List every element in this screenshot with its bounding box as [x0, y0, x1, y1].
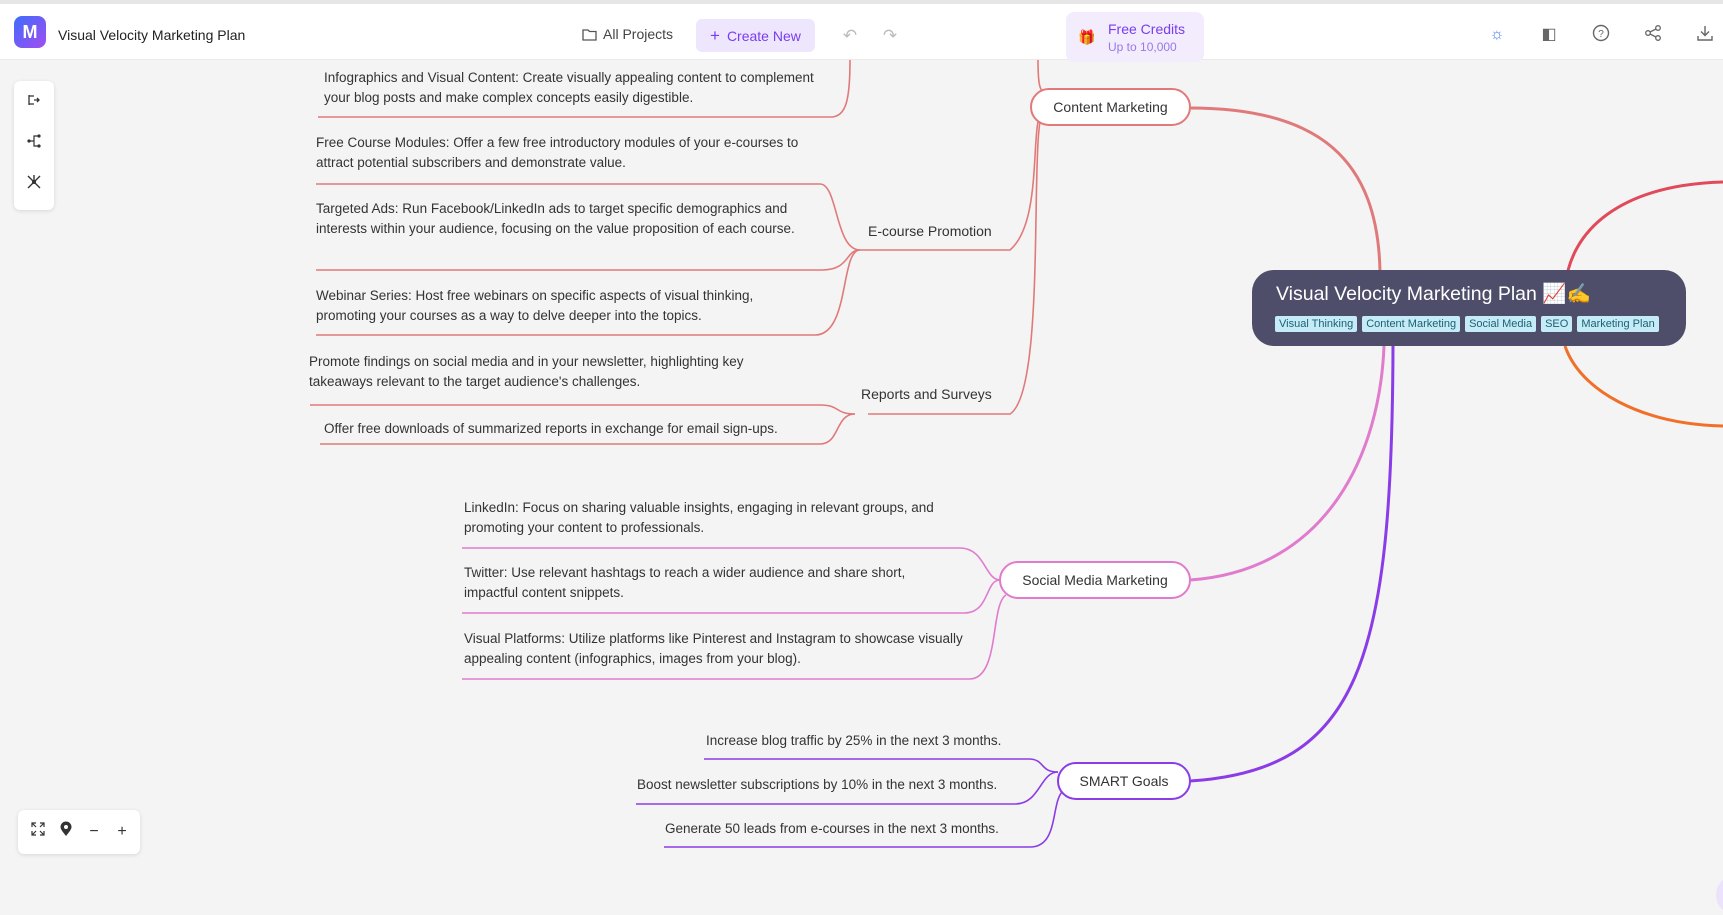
- plus-icon: +: [710, 25, 720, 45]
- logo-text: M: [22, 22, 38, 42]
- zoom-in-icon[interactable]: +: [117, 823, 127, 840]
- central-node[interactable]: Visual Velocity Marketing Plan 📈✍️ Visua…: [1252, 270, 1686, 346]
- app-logo[interactable]: M: [14, 16, 46, 48]
- zoom-toolbar: − +: [18, 810, 140, 854]
- node-reports-and-surveys[interactable]: Reports and Surveys: [861, 386, 992, 402]
- tag-chip[interactable]: Visual Thinking: [1275, 316, 1358, 332]
- layout-tree-icon[interactable]: [22, 133, 46, 157]
- create-new-label: Create New: [726, 27, 801, 44]
- leaf-ecourse-leads[interactable]: Generate 50 leads from e-courses in the …: [665, 821, 999, 836]
- gift-icon: 🎁: [1078, 29, 1096, 45]
- central-node-tags: Visual Thinking Content Marketing Social…: [1275, 316, 1659, 332]
- redo-icon[interactable]: ↷: [882, 26, 898, 45]
- leaf-visual-platforms[interactable]: Visual Platforms: Utilize platforms like…: [464, 631, 963, 666]
- zoom-out-icon[interactable]: −: [89, 823, 99, 840]
- node-smart-goals[interactable]: SMART Goals: [1057, 762, 1191, 800]
- leaf-targeted-ads[interactable]: Targeted Ads: Run Facebook/LinkedIn ads …: [316, 201, 795, 236]
- node-social-media-marketing[interactable]: Social Media Marketing: [999, 561, 1191, 599]
- leaf-newsletter-subscriptions[interactable]: Boost newsletter subscriptions by 10% in…: [637, 777, 998, 792]
- help-icon[interactable]: ?: [1590, 24, 1612, 46]
- node-ecourse-promotion[interactable]: E-course Promotion: [868, 223, 992, 239]
- leaf-webinar-series[interactable]: Webinar Series: Host free webinars on sp…: [316, 288, 754, 323]
- create-new-button[interactable]: + Create New: [696, 19, 815, 52]
- layout-right-icon[interactable]: [22, 92, 46, 116]
- svg-text:?: ?: [1598, 29, 1604, 40]
- layout-radial-icon[interactable]: [22, 174, 46, 198]
- connector-lines: [310, 60, 1723, 848]
- tag-chip[interactable]: Marketing Plan: [1577, 316, 1659, 332]
- tag-chip[interactable]: SEO: [1541, 316, 1573, 332]
- top-bar: M Visual Velocity Marketing Plan All Pro…: [0, 0, 1723, 62]
- tag-chip[interactable]: Social Media: [1465, 316, 1537, 332]
- node-content-marketing[interactable]: Content Marketing: [1030, 88, 1191, 126]
- all-projects-label: All Projects: [603, 26, 674, 42]
- central-node-title: Visual Velocity Marketing Plan 📈✍️: [1276, 283, 1591, 305]
- leaf-free-downloads[interactable]: Offer free downloads of summarized repor…: [324, 421, 778, 436]
- credits-title: Free Credits: [1108, 21, 1186, 37]
- layout-toolbar: [14, 81, 54, 210]
- sun-icon[interactable]: ☼: [1489, 26, 1505, 43]
- mindmap-canvas[interactable]: Infographics and Visual Content: Create …: [0, 60, 1723, 915]
- share-icon[interactable]: [1642, 24, 1664, 46]
- credits-subtitle: Up to 10,000: [1108, 40, 1177, 54]
- tag-chip[interactable]: Content Marketing: [1362, 316, 1461, 332]
- fit-screen-icon[interactable]: [27, 821, 49, 843]
- document-title[interactable]: Visual Velocity Marketing Plan: [58, 27, 246, 43]
- assistant-bubble[interactable]: [1716, 875, 1723, 915]
- undo-icon[interactable]: ↶: [842, 26, 858, 45]
- folder-icon: [582, 28, 597, 41]
- leaf-promote-findings[interactable]: Promote findings on social media and in …: [309, 354, 744, 389]
- leaf-free-course-modules[interactable]: Free Course Modules: Offer a few free in…: [316, 135, 799, 170]
- leaf-twitter[interactable]: Twitter: Use relevant hashtags to reach …: [464, 565, 906, 600]
- all-projects-button[interactable]: All Projects: [582, 26, 673, 42]
- free-credits-button[interactable]: 🎁 Free Credits Up to 10,000: [1066, 12, 1204, 62]
- theme-icon[interactable]: ◧: [1541, 26, 1557, 43]
- leaf-blog-traffic[interactable]: Increase blog traffic by 25% in the next…: [706, 733, 1002, 748]
- download-icon[interactable]: [1694, 24, 1716, 46]
- leaf-infographics[interactable]: Infographics and Visual Content: Create …: [324, 70, 814, 105]
- leaf-linkedin[interactable]: LinkedIn: Focus on sharing valuable insi…: [464, 500, 934, 535]
- locate-icon[interactable]: [55, 821, 77, 843]
